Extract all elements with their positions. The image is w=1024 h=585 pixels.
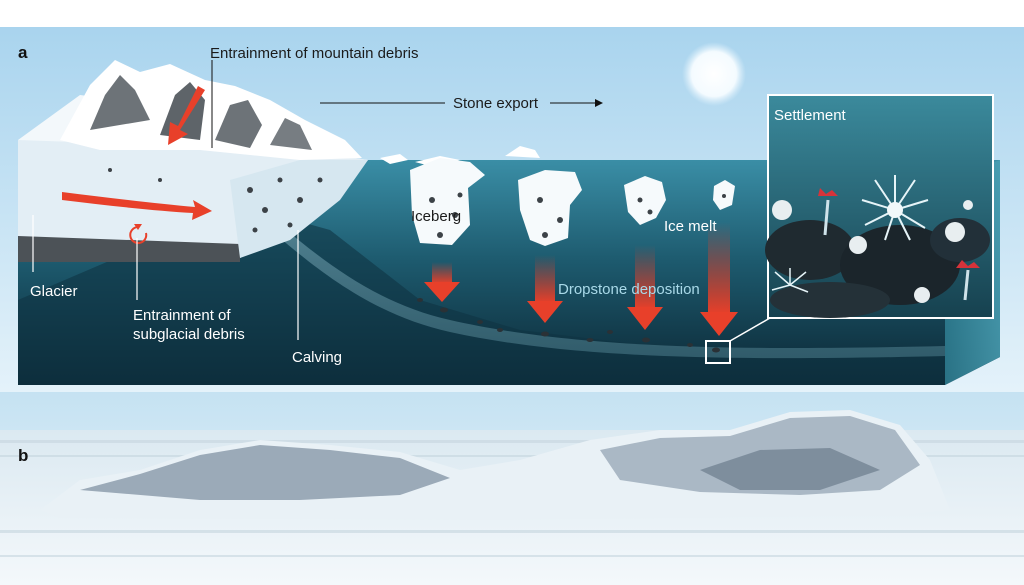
iceberg-4 [713,180,735,210]
label-entrainment-subglacial-line1: Entrainment of [133,307,231,324]
leader-lines [211,60,595,148]
iceberg-photo-debris [700,448,880,490]
label-settlement: Settlement [774,107,847,124]
mountain-debris-arrow [168,86,205,145]
panel-label-b: b [18,446,28,465]
iceberg-1 [410,158,485,245]
settlement-inset [765,94,994,319]
label-entrainment-subglacial-line2: subglacial debris [133,326,245,343]
iceberg-2 [518,170,582,246]
zoom-connector [729,317,771,342]
label-ice-melt: Ice melt [664,218,717,235]
iceberg-photo-shadow-2 [600,416,920,495]
glacier-debris-dots [108,168,323,233]
glacier-debris-band [18,236,240,262]
label-stone-export: Stone export [453,95,539,112]
label-dropstone-deposition: Dropstone deposition [558,281,700,298]
mountain-rock-3 [215,100,262,148]
melt-arrows [424,222,738,336]
sea-floor-surface [250,200,945,359]
dropstones [417,298,720,353]
panel-label-a: a [18,43,28,62]
glacier-flow-arrow [62,192,212,220]
subglacial-loop-head [134,224,142,230]
mountain-rock-4 [270,118,312,150]
photo-ice-texture [0,440,1024,557]
zoom-box [705,340,731,364]
label-calving: Calving [292,349,342,366]
label-iceberg: Iceberg [411,208,461,225]
glacier-cliff [230,160,368,258]
mountain-rock-1 [90,75,150,130]
label-entrainment-mountain: Entrainment of mountain debris [210,45,418,62]
iceberg-photo-shadow-1 [80,445,450,500]
sun [682,42,746,106]
label-glacier: Glacier [30,283,78,300]
stone-export-arrowhead [595,99,603,107]
iceberg-3 [624,176,666,225]
leader-lines-white [32,215,299,340]
subglacial-loop-arrow [129,226,148,244]
